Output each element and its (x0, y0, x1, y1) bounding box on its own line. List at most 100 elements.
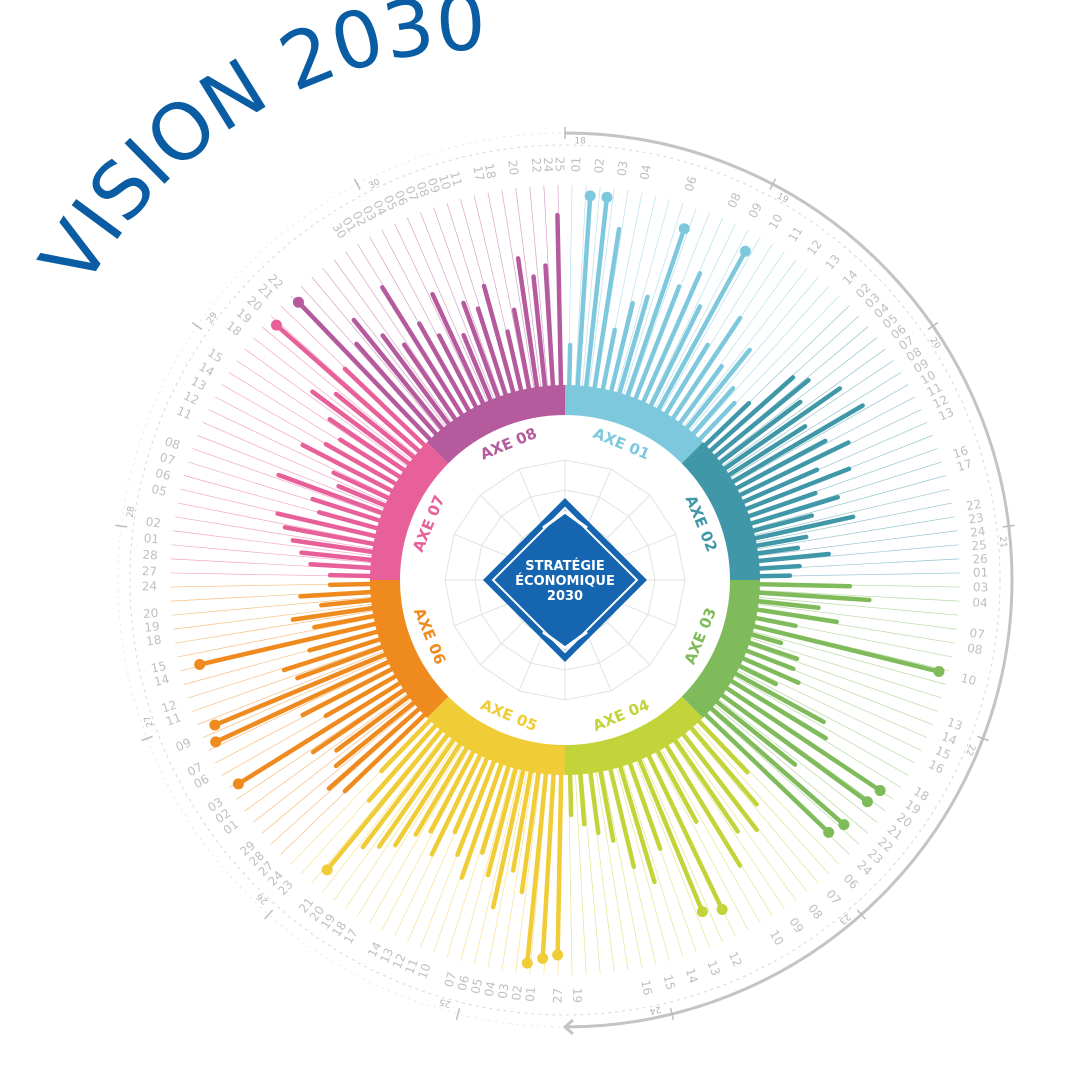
spoke-line (202, 657, 387, 738)
tick-label: 16 (951, 443, 970, 461)
spoke-line (758, 530, 957, 557)
spoke-line (252, 699, 412, 823)
bar (312, 613, 376, 630)
bar (376, 737, 456, 849)
bar (588, 771, 601, 836)
tick-label: 24 (969, 524, 986, 540)
tick-label: 02 (592, 158, 607, 174)
axis-band-segment (427, 385, 565, 464)
tick-label: 18 (145, 632, 162, 648)
spoke-line (311, 276, 441, 431)
bar (334, 694, 411, 753)
bar (540, 772, 556, 961)
bar (708, 375, 796, 453)
bar (555, 212, 564, 388)
bar (323, 674, 398, 719)
spoke-line (752, 475, 947, 529)
bar (428, 749, 476, 834)
bar (282, 525, 376, 547)
tick-label: 07 (402, 184, 421, 203)
bar (380, 333, 451, 426)
bar-highlight-dot (209, 719, 221, 731)
bar (326, 706, 422, 791)
bar (703, 712, 831, 835)
spoke-line (636, 761, 710, 948)
spoke-line (175, 516, 373, 550)
bar (511, 307, 532, 391)
ring-label: 28 (126, 505, 137, 518)
tick-label: 25 (553, 157, 567, 172)
tick-label: 08 (966, 641, 983, 657)
bar (724, 686, 883, 793)
bar (664, 744, 743, 868)
spoke-line (730, 372, 902, 478)
bar-highlight-dot (210, 736, 222, 748)
spoke-line (433, 207, 501, 397)
tick-label: 04 (637, 163, 654, 181)
bar (436, 333, 479, 409)
spoke-line (689, 729, 819, 884)
bar (515, 256, 540, 390)
bar (757, 582, 853, 589)
spoke-line (737, 670, 916, 764)
ring-tick (455, 1008, 461, 1021)
bar (738, 440, 851, 498)
bar (567, 342, 573, 388)
tick-label: 05 (381, 193, 400, 213)
spoke-line (473, 769, 521, 965)
bar (525, 771, 549, 966)
bar-highlight-dot (678, 223, 690, 235)
tick-label: 11 (447, 170, 465, 188)
bar (722, 386, 843, 471)
bar (646, 753, 725, 912)
logo-line-3: 2030 (547, 589, 583, 604)
logo-bottom-chevron-icon (542, 630, 588, 650)
spoke-line (756, 502, 953, 543)
tick-label: 06 (841, 871, 862, 892)
spoke-line (689, 276, 819, 431)
spoke-line (684, 267, 808, 427)
bar (519, 770, 541, 895)
tick-label: 06 (682, 174, 700, 193)
tick-label: 17 (341, 926, 361, 946)
tick-label: 10 (767, 928, 787, 948)
bar-highlight-dot (716, 903, 728, 915)
bar (327, 581, 373, 588)
tick-label: 08 (904, 344, 924, 364)
tick-label: 10 (766, 212, 786, 232)
bar (505, 329, 524, 393)
bar (379, 718, 433, 774)
tick-label: 14 (683, 966, 701, 985)
bar (641, 271, 703, 404)
tick-label: 18 (329, 919, 349, 939)
bar (299, 550, 374, 563)
spoke-line (487, 192, 528, 389)
axis-band-segment (370, 442, 449, 580)
bar (331, 470, 391, 501)
axis-band-segment (681, 580, 760, 718)
axis-band-segment (370, 580, 449, 718)
ring-label: 25 (438, 996, 452, 1008)
bar (684, 347, 752, 431)
ring-label: 24 (648, 1003, 662, 1016)
bar (691, 386, 736, 436)
tick-label: 07 (158, 450, 177, 468)
ring-tick (141, 735, 153, 742)
spoke-line (582, 186, 601, 386)
bar (730, 403, 865, 484)
tick-label: 20 (143, 606, 159, 621)
year-progress-arc (564, 131, 1014, 1029)
spoke-line (642, 758, 723, 943)
spoke-line (673, 741, 785, 909)
tick-label: 01 (143, 531, 160, 546)
tick-label: 14 (939, 729, 958, 748)
bar (475, 306, 508, 397)
tick-label: 30 (329, 221, 349, 241)
bar (720, 693, 870, 804)
spoke-line (655, 752, 749, 931)
tick-label: 07 (823, 887, 844, 908)
ring-tick (115, 524, 128, 528)
bar (689, 726, 759, 807)
logo-diamond (483, 498, 647, 662)
bar (749, 495, 840, 526)
